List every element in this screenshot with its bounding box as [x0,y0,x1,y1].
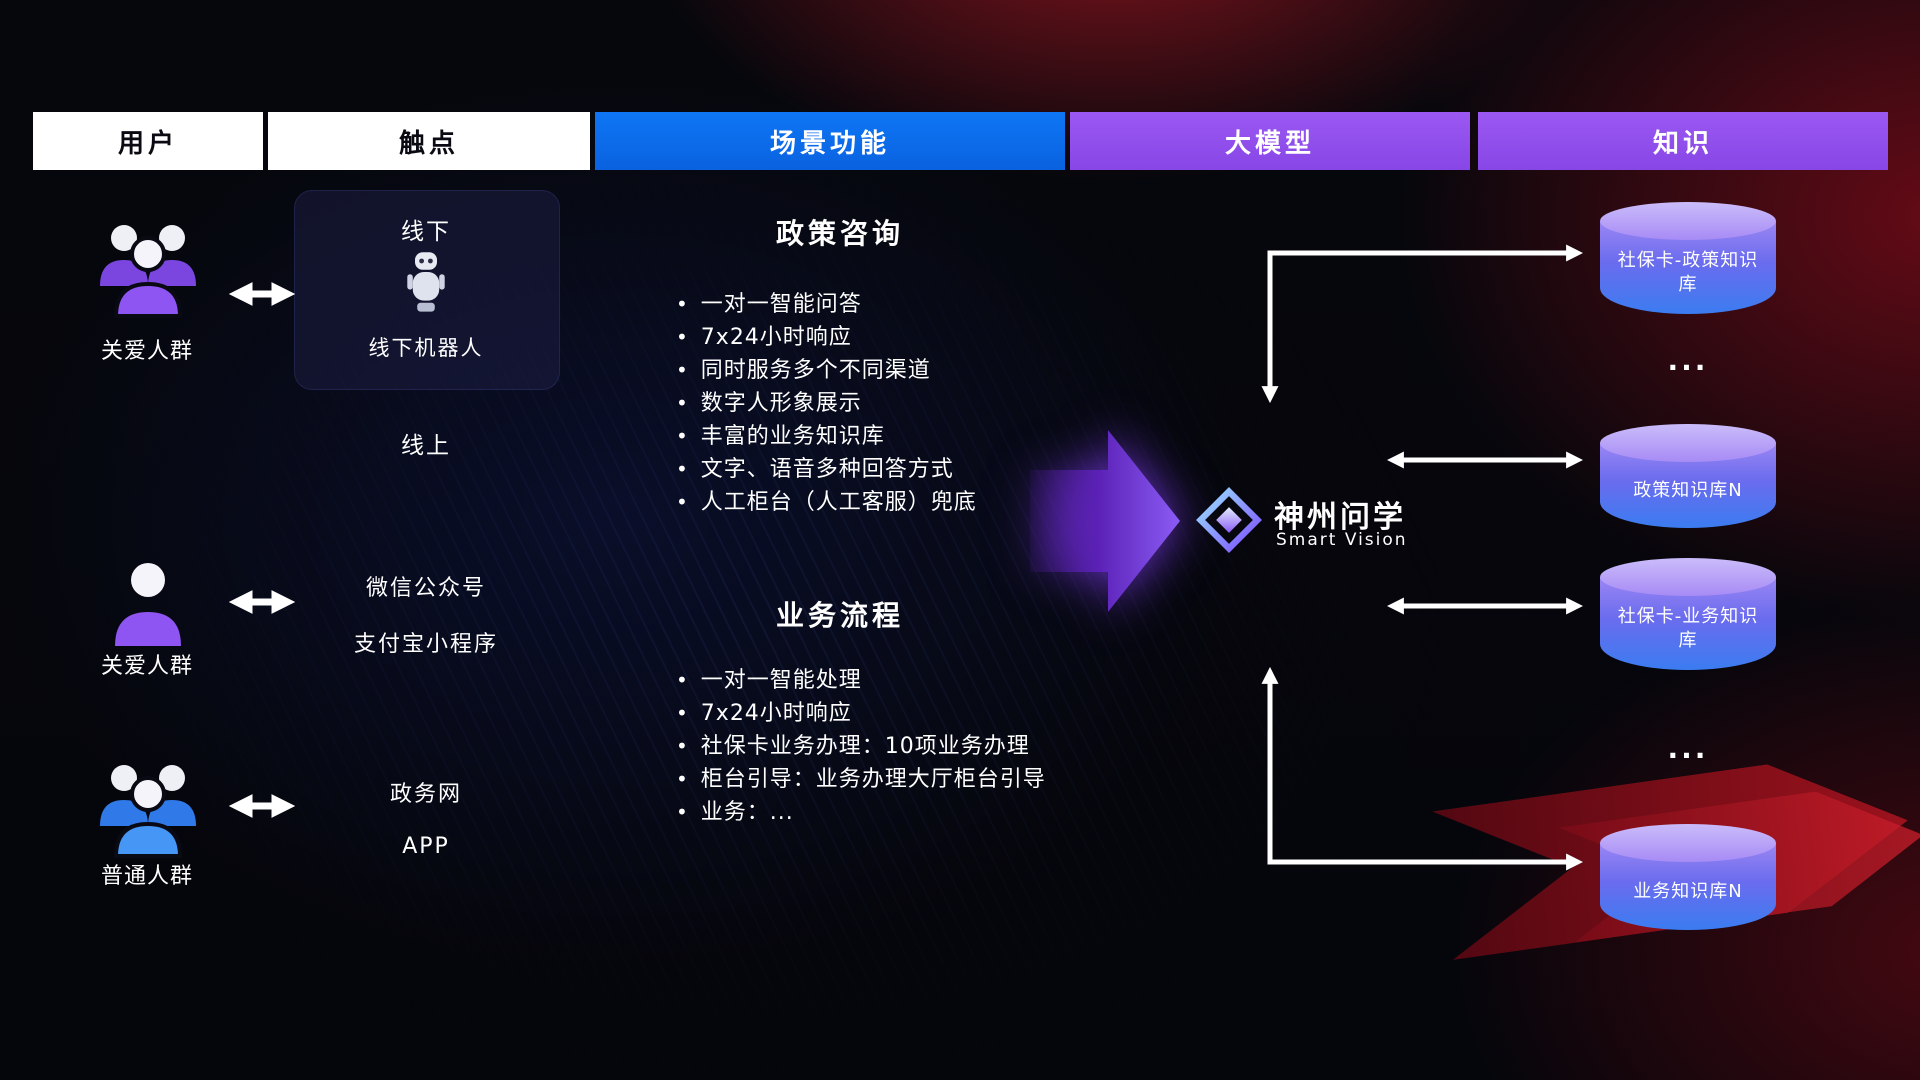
knowledge-db: 社保卡-政策知识库 [1600,202,1776,314]
business-feature-list: 一对一智能处理 7x24小时响应 社保卡业务办理：10项业务办理 柜台引导：业务… [676,664,1046,829]
knowledge-db: 政策知识库N [1600,424,1776,528]
robot-icon [407,252,445,312]
header-knowledge: 知识 [1478,112,1888,170]
feature-item: 文字、语音多种回答方式 [676,453,977,486]
flow-arrow [1030,430,1180,612]
db-cylinder-top [1600,824,1776,862]
feature-item: 7x24小时响应 [676,321,977,354]
feature-item: 一对一智能处理 [676,664,1046,697]
smart-vision-logo-icon [1196,487,1262,553]
feature-item: 一对一智能问答 [676,288,977,321]
user-label: 普通人群 [100,864,193,889]
knowledge-db: 社保卡-业务知识库 [1600,558,1776,670]
header-touchpoints: 触点 [268,112,590,170]
person-icon [115,563,181,646]
model-subtitle: Smart Vision [1276,530,1408,550]
offline-robot-label: 线下机器人 [368,336,484,360]
knowledge-db: 业务知识库N [1600,824,1776,930]
knowledge-ellipsis: ... [1667,732,1709,765]
header-model: 大模型 [1070,112,1470,170]
feature-item: 同时服务多个不同渠道 [676,354,977,387]
group-people-icon [100,225,196,318]
user-label: 关爱人群 [100,654,193,679]
model-name: 神州问学 [1274,500,1406,535]
feature-item: 7x24小时响应 [676,697,1046,730]
feature-item: 数字人形象展示 [676,387,977,420]
channel-alipay: 支付宝小程序 [353,632,498,657]
db-cylinder-top [1600,202,1776,240]
feature-item: 柜台引导：业务办理大厅柜台引导 [676,763,1046,796]
online-title: 线上 [401,433,451,459]
channel-wechat: 微信公众号 [365,576,486,601]
feature-item: 丰富的业务知识库 [676,420,977,453]
channel-gov-web: 政务网 [389,782,462,807]
offline-title: 线下 [401,219,451,245]
header-users: 用户 [33,112,263,170]
group-people-icon [100,765,196,858]
feature-item: 人工柜台（人工客服）兜底 [676,486,977,519]
channel-app: APP [402,834,450,859]
feature-item: 社保卡业务办理：10项业务办理 [676,730,1046,763]
db-cylinder-top [1600,424,1776,462]
policy-feature-list: 一对一智能问答 7x24小时响应 同时服务多个不同渠道 数字人形象展示 丰富的业… [676,288,977,519]
business-section-title: 业务流程 [775,599,904,632]
policy-section-title: 政策咨询 [775,217,904,250]
header-scenario: 场景功能 [595,112,1065,170]
db-cylinder-top [1600,558,1776,596]
feature-item: 业务：... [676,796,1046,829]
user-label: 关爱人群 [100,339,193,364]
knowledge-ellipsis: ... [1667,344,1709,377]
